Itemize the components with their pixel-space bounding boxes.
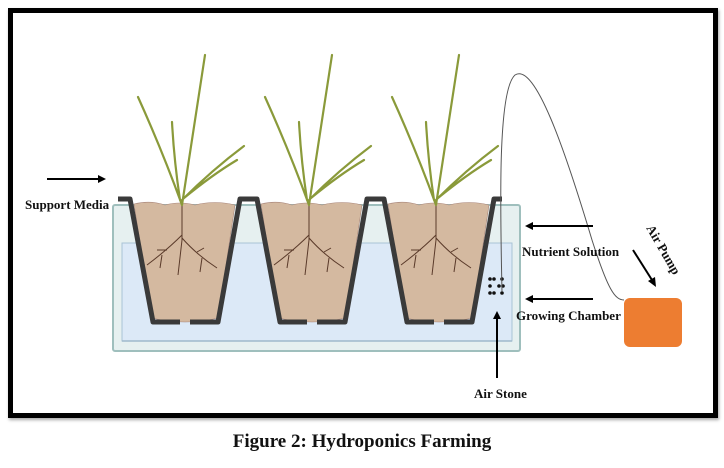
leaves: [263, 53, 373, 207]
pot-wall-right: [317, 196, 375, 325]
pot-wall-right: [190, 196, 248, 325]
air-pump-box: [624, 298, 682, 347]
figure-caption: Figure 2: Hydroponics Farming: [232, 431, 492, 452]
nutrient-solution-arrow: [525, 222, 593, 230]
air-pump-arrow: [632, 249, 656, 287]
roots: [400, 205, 472, 276]
pot-with-plant: [245, 53, 375, 325]
soil: [387, 201, 490, 323]
growing-chamber-arrow: [525, 295, 593, 303]
pot-with-plant: [372, 53, 502, 325]
air-stone-arrow: [493, 311, 501, 378]
pot-wall-left: [245, 196, 307, 325]
pot-wall-left: [118, 196, 180, 325]
pot-wall-left: [372, 196, 434, 325]
leaves: [390, 53, 500, 207]
support-media-arrow: [47, 175, 106, 183]
air-stone-label: Air Stone: [474, 386, 527, 401]
nutrient-solution-label: Nutrient Solution: [522, 244, 620, 259]
pot-with-plant: [118, 53, 248, 325]
growing-chamber-label: Growing Chamber: [516, 308, 621, 323]
roots: [146, 205, 218, 276]
support-media-label: Support Media: [25, 197, 110, 212]
soil: [260, 201, 363, 323]
leaves: [136, 53, 246, 207]
air-pump-label: Air Pump: [643, 222, 683, 277]
soil: [133, 201, 236, 323]
roots: [273, 205, 345, 276]
air-tube: [500, 73, 625, 301]
air-stone: [488, 277, 505, 295]
pot-wall-right: [444, 196, 502, 325]
